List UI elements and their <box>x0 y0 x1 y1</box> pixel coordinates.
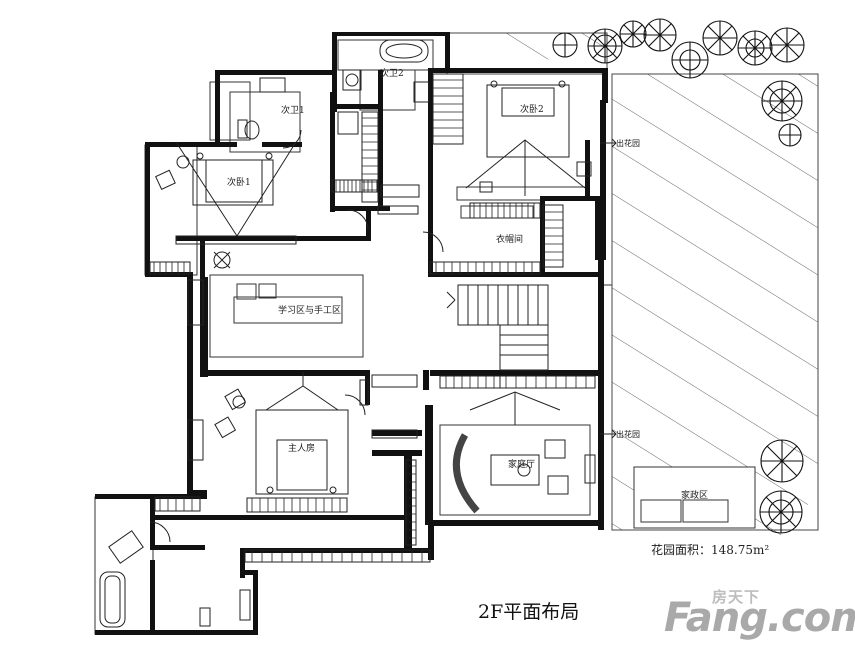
watermark-main-text: Fang.com <box>664 595 855 641</box>
garden-hatch <box>446 32 819 535</box>
label-bath1: 次卫1 <box>281 106 305 116</box>
fang-watermark: 房天下 Fang.com <box>664 585 855 643</box>
exit-arrow-lower-icon <box>600 429 617 439</box>
label-bath2: 次卫2 <box>380 69 404 79</box>
label-exit-upper: 出花园 <box>616 139 640 148</box>
label-home: 家政区 <box>681 491 709 501</box>
label-study: 学习区与手工区 <box>278 306 342 316</box>
stairs <box>446 284 549 371</box>
label-bedroom1: 次卧1 <box>227 178 251 188</box>
small-furniture <box>149 129 592 543</box>
garden-plants <box>552 18 805 534</box>
thin-outlines <box>94 39 591 635</box>
plan-title: 2F平面布局 <box>478 601 580 623</box>
label-bedroom2: 次卧2 <box>520 105 544 115</box>
wardrobes <box>149 73 596 563</box>
label-cloakroom: 衣帽间 <box>496 235 524 245</box>
bath-fixtures <box>99 39 430 628</box>
watermark-top-text: 房天下 <box>712 588 761 606</box>
garden-area-label: 花园面积：148.75m² <box>651 543 770 557</box>
label-family: 家庭厅 <box>508 460 536 470</box>
wardrobe-ticks <box>153 79 587 562</box>
walls <box>95 32 608 635</box>
label-exit-lower: 出花园 <box>616 430 640 439</box>
exit-arrow-upper-icon <box>600 138 617 148</box>
beds <box>175 80 596 514</box>
label-master: 主人房 <box>288 444 316 454</box>
